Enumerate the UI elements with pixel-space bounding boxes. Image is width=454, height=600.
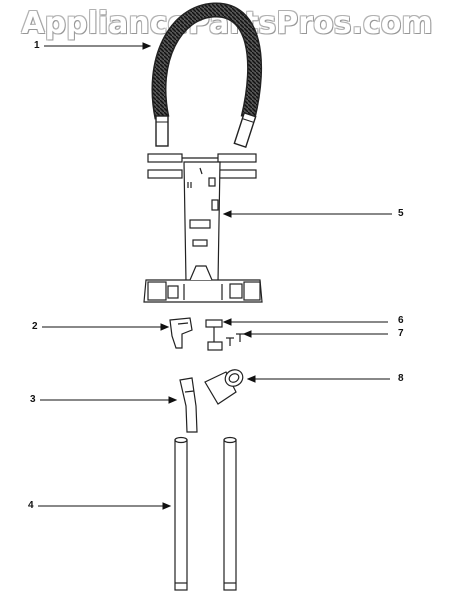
part-elbow [204,369,244,405]
part-bracket [143,153,263,303]
callout-5: 5 [398,208,404,219]
callout-3: 3 [30,394,36,405]
part-latch [205,319,223,351]
part-long-wands [174,436,237,591]
callout-8: 8 [398,373,404,384]
leader-lines [38,42,392,510]
callout-6: 6 [398,315,404,326]
callout-2: 2 [32,321,38,332]
part-short-wand [179,377,198,433]
part-hose [151,2,263,148]
callout-4: 4 [28,500,34,511]
callout-1: 1 [34,40,40,51]
part-clip [169,317,193,349]
callout-7: 7 [398,328,404,339]
part-screws [226,333,244,346]
